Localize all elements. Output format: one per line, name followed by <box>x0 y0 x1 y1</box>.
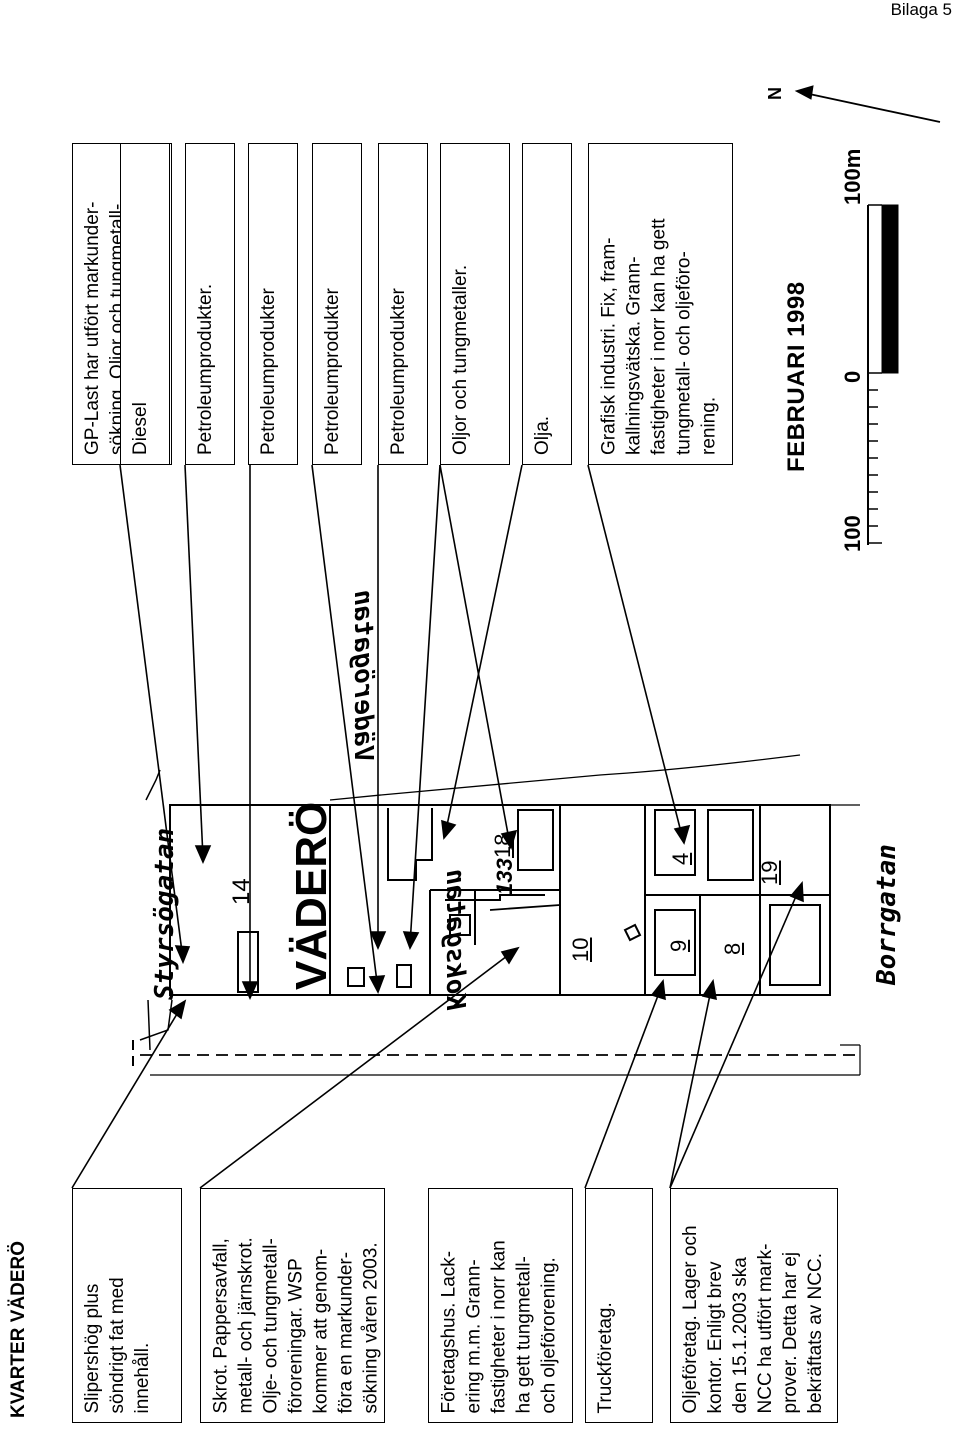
north-label: N <box>765 87 785 100</box>
street-label-vaderogatan: Väderögatan <box>348 589 378 762</box>
scale-label-left: 100 <box>840 515 865 552</box>
appendix-label: Bilaga 5 <box>890 0 952 19</box>
leader-arrows <box>71 464 804 1189</box>
note-line: Petroleumprodukter. <box>195 283 216 455</box>
note-line: Olja. <box>532 415 553 455</box>
note-line: Grafisk industri. Fix, fram- <box>598 237 619 455</box>
road-lines <box>132 754 861 1076</box>
note-line: GP-Last har utfört markunder- <box>82 201 103 455</box>
note-box-petroleum-3: Petroleumprodukter <box>312 143 362 465</box>
note-line: Företagshus. Lack- <box>438 1250 459 1413</box>
map-date: FEBRUARI 1998 <box>783 281 810 472</box>
street-label-borrgatan: Borrgatan <box>872 844 902 985</box>
street-label-koksgatan: Koksgatan <box>440 869 470 1010</box>
note-line: Diesel <box>130 402 151 455</box>
note-line: Slipershög plus <box>82 1283 103 1413</box>
note-box-petroleum-4: Petroleumprodukter <box>378 143 428 465</box>
buildings <box>237 808 821 993</box>
note-line: föra en markunder- <box>335 1251 356 1413</box>
parcel-19: 19 <box>757 860 782 885</box>
note-line: Oljor och tungmetaller. <box>450 264 471 455</box>
note-box-diesel: Diesel <box>120 143 170 465</box>
block-name: VÄDERÖ <box>287 801 336 990</box>
note-line: söndrigt fat med <box>107 1276 128 1413</box>
note-box-skrot: Skrot. Pappersavfall,metall- och järnskr… <box>200 1188 385 1423</box>
note-box-petroleum-1: Petroleumprodukter. <box>185 143 235 465</box>
note-line: föroreningar. WSP <box>285 1257 306 1413</box>
parcel-18: 18 <box>490 833 515 858</box>
note-line: tungmetall- och oljeföro- <box>673 251 694 455</box>
note-line: NCC ha utfört mark- <box>755 1243 776 1413</box>
parcel-10: 10 <box>568 937 593 962</box>
parcel-9: 9 <box>666 939 691 952</box>
note-line: Petroleumprodukter <box>388 288 409 455</box>
north-arrow-icon <box>794 85 941 123</box>
note-line: fastigheter i norr kan <box>488 1239 509 1413</box>
note-line: Petroleumprodukter <box>258 288 279 455</box>
note-box-truckforetag: Truckföretag. <box>585 1188 653 1423</box>
parcel-4: 4 <box>668 852 693 865</box>
note-box-olja: Olja. <box>522 143 572 465</box>
note-line: och oljeförorening. <box>538 1256 559 1413</box>
parcel-133-line <box>489 904 561 911</box>
scale-label-zero: 0 <box>840 370 865 383</box>
note-box-grafisk: Grafisk industri. Fix, fram-kallningsvät… <box>588 143 733 465</box>
note-line: den 15.1.2003 ska <box>730 1256 751 1413</box>
note-line: bekräftats av NCC. <box>805 1252 826 1414</box>
note-line: Skrot. Pappersavfall, <box>210 1237 231 1413</box>
note-line: Olje- och tungmetall- <box>260 1237 281 1413</box>
note-line: metall- och järnskrot. <box>235 1236 256 1413</box>
note-line: rening. <box>698 396 719 455</box>
note-line: Truckföretag. <box>595 1301 616 1413</box>
scale-bar <box>867 204 899 545</box>
note-line: Oljeföretag. Lager och <box>680 1224 701 1413</box>
note-line: Petroleumprodukter <box>322 288 343 455</box>
note-line: kallningsvätska. Grann- <box>623 256 644 455</box>
parcel-8: 8 <box>720 942 745 955</box>
note-box-foretagshus: Företagshus. Lack-ering m.m. Grann-fasti… <box>428 1188 573 1423</box>
parcel-14: 14 <box>228 878 255 905</box>
note-line: prover. Detta har ej <box>780 1251 801 1413</box>
note-line: sökning våren 2003. <box>360 1241 381 1413</box>
note-line: ha gett tungmetall- <box>513 1255 534 1413</box>
note-box-petroleum-2: Petroleumprodukter <box>248 143 298 465</box>
note-line: fastigheter i norr kan ha gett <box>648 218 669 455</box>
note-line: kontor. Enligt brev <box>705 1260 726 1413</box>
note-box-oljor-tungmetaller: Oljor och tungmetaller. <box>440 143 510 465</box>
parcel-133: 133 <box>492 858 517 895</box>
note-line: kommer att genom- <box>310 1248 331 1413</box>
street-label-styrsogatan: Styrsögatan <box>150 827 180 1000</box>
scale-label-right: 100m <box>840 148 865 205</box>
note-line: innehåll. <box>132 1342 153 1413</box>
note-line: ering m.m. Grann- <box>463 1258 484 1413</box>
